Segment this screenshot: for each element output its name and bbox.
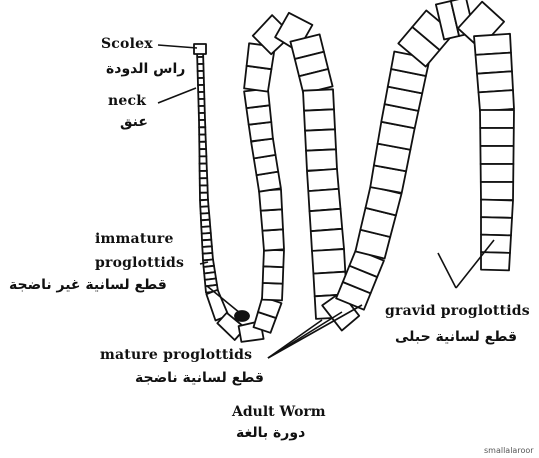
proglottid-segment — [197, 57, 203, 64]
proglottid-segment — [310, 209, 343, 231]
proglottid-segment — [199, 120, 205, 127]
proglottid-segment — [198, 99, 204, 106]
scolex-label-ar: راس الدودة — [106, 61, 185, 77]
proglottid-segment — [200, 156, 207, 163]
proglottid-segment — [263, 250, 284, 268]
immature-label-line2: proglottids — [95, 255, 184, 271]
mature-label: mature proglottids — [100, 347, 252, 363]
proglottid-segment — [476, 53, 513, 74]
proglottid-segment — [200, 164, 207, 172]
proglottid-segment — [479, 90, 515, 111]
proglottid-segment — [261, 209, 283, 230]
leader-gravid-1 — [438, 253, 456, 288]
scolex-head — [194, 44, 206, 54]
proglottid-segment — [304, 109, 335, 130]
proglottid-segment — [480, 146, 513, 164]
proglottid-segment — [305, 129, 336, 150]
proglottid-segment — [244, 66, 271, 92]
proglottid-segment — [480, 110, 514, 128]
proglottid-segment — [481, 217, 512, 235]
figure-caption-ar: دورة بالغة — [236, 425, 305, 441]
proglottid-segment — [474, 34, 511, 55]
proglottid-segment — [312, 249, 345, 274]
proglottid-segment — [311, 229, 344, 251]
proglottid-segment — [481, 200, 513, 218]
proglottid-segment — [262, 229, 284, 250]
neck-label: neck — [108, 93, 146, 109]
highlighted-segment — [235, 311, 249, 321]
leader-neck — [158, 88, 196, 103]
corner-watermark-text: smallalaroor — [484, 446, 534, 455]
proglottid-segment — [199, 142, 206, 150]
proglottid-segment — [480, 128, 514, 146]
proglottid-segment — [481, 164, 514, 182]
proglottid-segment — [198, 92, 204, 99]
gravid-label-ar: قطع لسانية حبلى — [395, 329, 517, 345]
proglottid-segment — [200, 185, 208, 192]
proglottid-segment — [199, 127, 205, 134]
proglottid-segment — [262, 283, 283, 301]
proglottid-segment — [481, 182, 513, 200]
proglottid-segment — [481, 252, 510, 270]
proglottid-segment — [308, 189, 340, 211]
proglottid-segment — [199, 106, 205, 113]
immature-label-ar: قطع لسانية غير ناضجة — [9, 277, 167, 293]
proglottid-segment — [198, 85, 204, 92]
proglottid-segment — [199, 113, 205, 120]
leader-scolex — [158, 45, 197, 48]
mature-label-ar: قطع لسانية ناضجة — [135, 370, 264, 386]
proglottid-segment — [303, 89, 334, 110]
immature-label-line1: immature — [95, 231, 174, 247]
proglottid-segment — [263, 266, 284, 283]
proglottid-segment — [477, 71, 513, 92]
proglottid-segment — [199, 135, 206, 142]
proglottid-segment — [259, 189, 282, 210]
proglottid-segment — [306, 149, 337, 170]
neck-label-ar: عنق — [120, 114, 148, 130]
gravid-label: gravid proglottids — [385, 303, 530, 319]
proglottid-segment — [197, 64, 203, 71]
proglottid-segment — [307, 169, 339, 191]
proglottid-segment — [198, 71, 204, 78]
proglottid-segment — [198, 78, 204, 85]
proglottid-segment — [200, 171, 208, 179]
scolex-label: Scolex — [101, 36, 153, 52]
figure-caption: Adult Worm — [232, 404, 326, 420]
tapeworm-strobila — [194, 0, 514, 342]
proglottid-segment — [199, 149, 206, 156]
proglottid-segment — [200, 178, 208, 185]
